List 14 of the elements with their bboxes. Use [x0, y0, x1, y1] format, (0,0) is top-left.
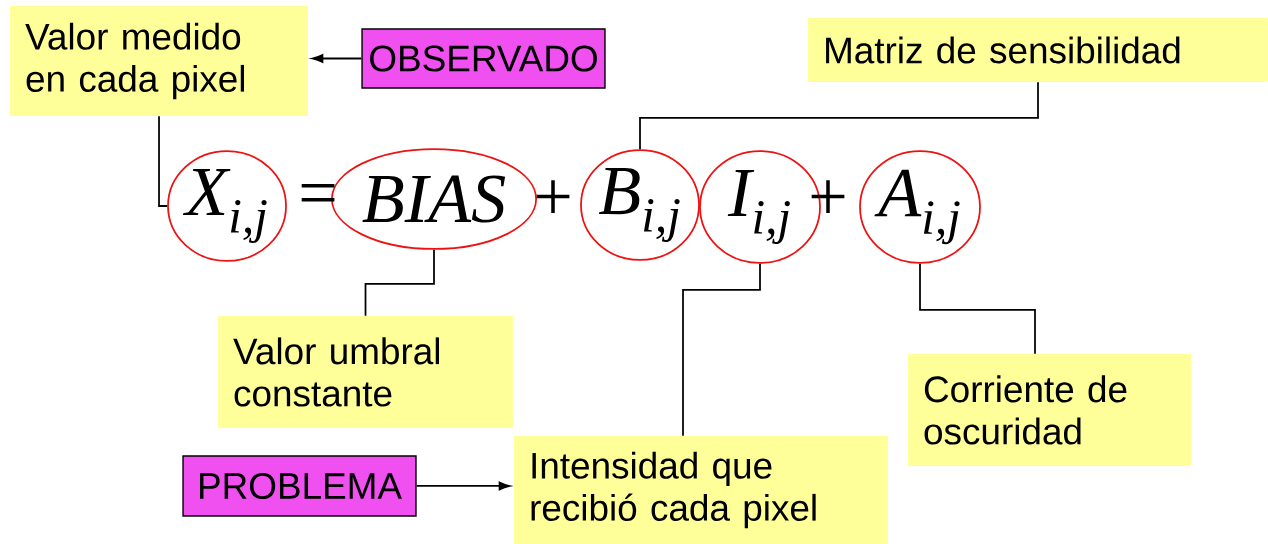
callout-box: Matriz de sensibilidad	[808, 18, 1268, 82]
leader-line	[158, 115, 168, 207]
callout-box: Intensidad que recibió cada pixel	[514, 436, 888, 544]
callout-box: Valor umbral constante	[218, 316, 513, 428]
leader-line	[682, 263, 761, 437]
callout-box: Valor medido en cada pixel	[10, 6, 308, 116]
arrow	[415, 481, 511, 491]
tag-box: OBSERVADO	[361, 28, 606, 89]
callout-box: Corriente de oscuridad	[908, 354, 1191, 466]
tag-box: PROBLEMA	[182, 455, 417, 517]
leader-line	[364, 249, 435, 317]
leader-line	[919, 263, 1036, 355]
leader-line	[639, 81, 1039, 150]
operator-sign: +	[536, 180, 570, 213]
